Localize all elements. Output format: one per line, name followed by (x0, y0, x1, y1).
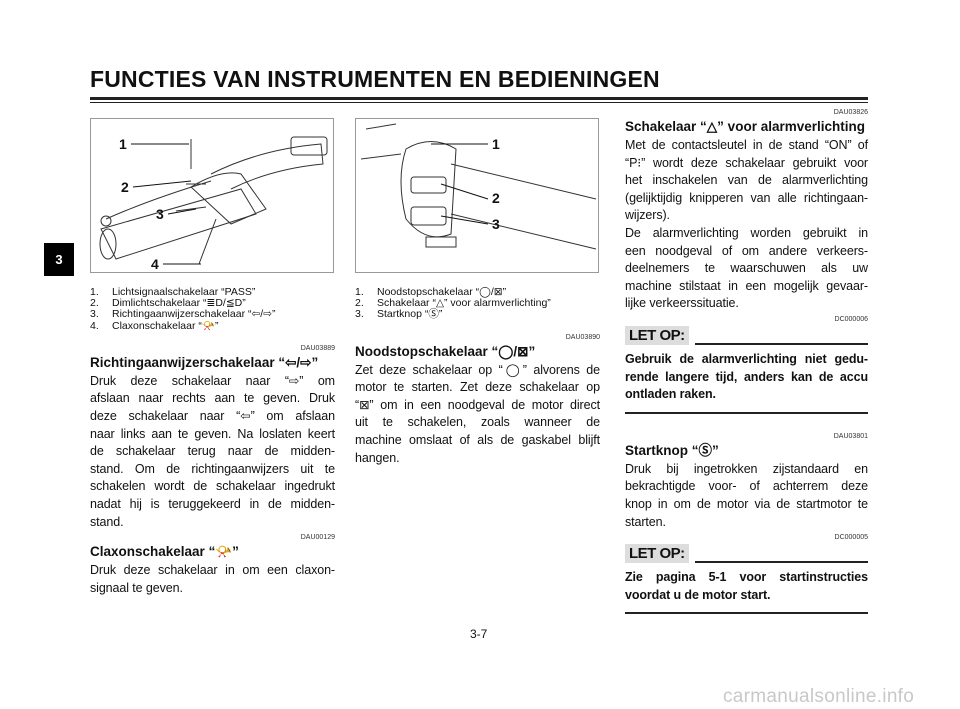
left-handlebar-illustration: 1 2 3 4 (90, 118, 334, 273)
section-code: DAU03801 (833, 432, 868, 440)
paragraph: Druk deze schakelaar in om een claxon-si… (90, 563, 335, 595)
section-heading: Richtingaanwijzerschakelaar “⇦/⇨” (90, 354, 319, 370)
paragraph: Met de contactsleutel in de stand “ON” o… (625, 138, 868, 311)
section-heading: Claxonschakelaar “📯” (90, 544, 239, 560)
notice-rule (625, 411, 868, 414)
callout-1: 1 (492, 136, 500, 152)
section-code: DAU03889 (300, 344, 335, 352)
legend-item: 3.Richtingaanwijzerschakelaar “⇦/⇨” (90, 308, 276, 321)
page-title: FUNCTIES VAN INSTRUMENTEN EN BEDIENINGEN (90, 66, 660, 92)
figure-legend: 1.Lichtsignaalschakelaar “PASS” 2.Dimlic… (90, 286, 335, 332)
notice-label: LET OP: (625, 325, 689, 345)
legend-item: 1.Lichtsignaalschakelaar “PASS” (90, 286, 256, 298)
page-number: 3-7 (470, 627, 488, 641)
section-heading: Startknop “Ⓢ” (625, 442, 719, 458)
callout-2: 2 (492, 190, 500, 206)
notice-header: LET OP: (625, 544, 868, 564)
middle-column: 1.Noodstopschakelaar “◯/⊠” 2.Schakelaar … (355, 286, 600, 467)
notice-header: LET OP: (625, 325, 868, 345)
notice-code: DC000005 (834, 534, 868, 542)
callout-1: 1 (119, 136, 127, 152)
section-code: DAU03826 (833, 109, 868, 116)
figure-legend: 1.Noodstopschakelaar “◯/⊠” 2.Schakelaar … (355, 286, 600, 321)
callout-3: 3 (492, 216, 500, 232)
legend-item: 3.Startknop “Ⓢ” (355, 308, 443, 321)
title-rule (90, 97, 868, 100)
notice-code: DC000006 (834, 315, 868, 323)
notice-rule (625, 612, 868, 615)
right-handlebar-illustration: 1 2 3 (355, 118, 599, 273)
callout-4: 4 (151, 256, 159, 272)
title-rule-thin (90, 102, 868, 103)
notice-label: LET OP: (625, 544, 689, 564)
legend-item: 2.Schakelaar “△” voor alarmverlichting” (355, 297, 551, 310)
notice-text: Gebruik de alarmverlichting niet gedu-re… (625, 351, 868, 402)
section-code: DAU00129 (300, 534, 335, 542)
right-column: DAU03826 Schakelaar “△” voor alarmverlic… (625, 108, 868, 615)
section-heading: Noodstopschakelaar “◯/⊠” (355, 343, 536, 359)
legend-item: 4.Claxonschakelaar “📯” (90, 319, 219, 332)
section-code: DAU03890 (565, 333, 600, 341)
watermark: carmanualsonline.info (723, 686, 915, 707)
section-heading: Schakelaar “△” voor alarmverlichting (625, 119, 865, 134)
legend-item: 1.Noodstopschakelaar “◯/⊠” (355, 286, 507, 298)
callout-3: 3 (156, 206, 164, 222)
chapter-tab: 3 (44, 243, 74, 276)
legend-item: 2.Dimlichtschakelaar “≣D/≦D” (90, 297, 246, 310)
callout-2: 2 (121, 179, 129, 195)
left-column: 1.Lichtsignaalschakelaar “PASS” 2.Dimlic… (90, 286, 335, 597)
